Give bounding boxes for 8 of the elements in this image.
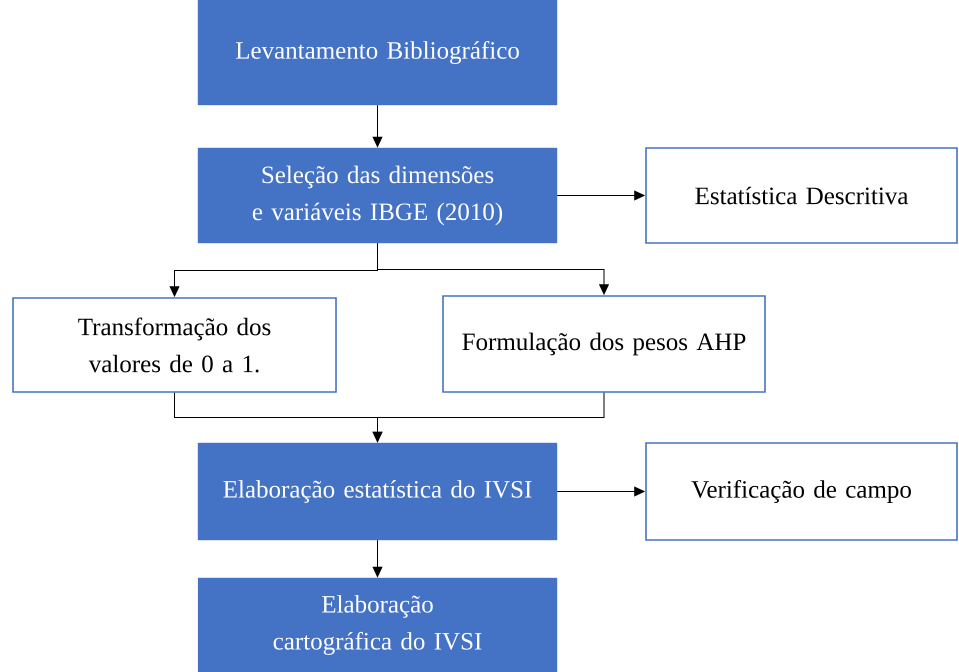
output-box: Verificação de campo: [645, 442, 958, 541]
process-box: Levantamento Bibliográfico: [198, 0, 558, 106]
output-box: Estatística Descritiva: [645, 147, 958, 244]
output-box: Formulação dos pesos AHP: [442, 295, 766, 393]
process-box: Elaboração estatística do IVSI: [198, 442, 558, 540]
process-box: Elaboração cartográfica do IVSI: [198, 578, 558, 672]
process-box: Seleção das dimensões e variáveis IBGE (2010): [198, 148, 558, 244]
output-box: Transformação dos valores de 0 a 1.: [12, 297, 337, 393]
